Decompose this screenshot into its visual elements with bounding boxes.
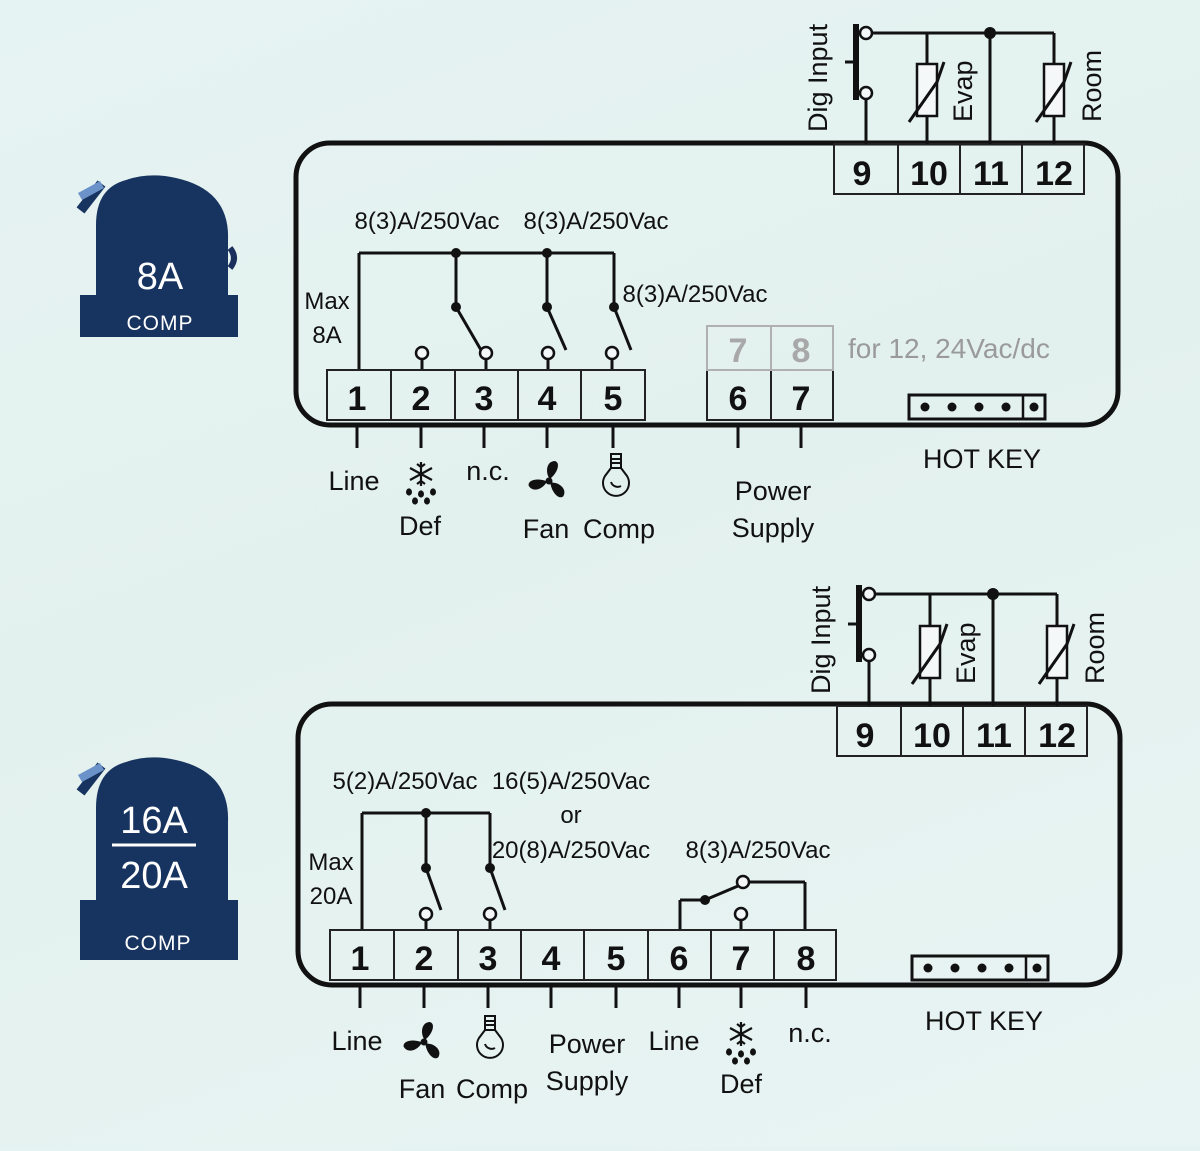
output-leads [358,985,808,1008]
terminal-1: 1 [351,940,370,978]
line2-label: Line [648,1026,699,1056]
terminal-1: 1 [348,380,367,418]
controller-diagram-20a: 9 10 11 12 Dig Input Evap Room [295,585,1123,1104]
terminal-6: 6 [729,380,748,418]
badge-comp-label: COMP [125,932,192,955]
terminal-2: 2 [412,380,431,418]
main-terminal-block: 1 2 3 4 5 6 7 8 [329,929,837,981]
sensor-terminal-block: 9 10 11 12 [833,143,1085,195]
badge-base [80,295,238,337]
terminal-2: 2 [415,940,434,978]
dig-input-label: Dig Input [803,23,833,132]
badge-rating-bottom: 20A [120,855,188,897]
line-label: Line [331,1026,382,1056]
terminal-10: 10 [913,717,951,755]
relay-wiring: 8(3)A/250Vac 8(3)A/250Vac 8(3)A/250Vac M… [304,208,767,370]
compressor-bulb-icon [602,453,630,497]
evap-label: Evap [948,60,978,122]
hot-key-label: HOT KEY [925,1006,1043,1036]
sensor-wiring: Dig Input Evap Room [803,23,1107,144]
relay-rating-comp-16a: 16(5)A/250Vac [492,768,650,795]
compressor-badge-20a: 16A 20A COMP [76,757,238,960]
relay-rating-1: 8(3)A/250Vac [355,208,500,235]
sensor-wiring: Dig Input Evap Room [806,585,1110,706]
max-value: 8A [312,322,341,349]
line-label: Line [328,466,379,496]
power-label: Power [735,476,812,506]
snowflake-drip-icon [404,460,438,506]
controller-housing [293,140,1121,428]
badge-base [80,900,238,960]
compressor-badge-8a: 8A COMP [76,175,238,337]
max-label: Max [304,288,349,315]
alt-terminal-7: 7 [729,332,748,370]
fan-icon [527,461,568,499]
controller-housing [295,701,1123,988]
hot-key-connector: HOT KEY [907,393,1047,474]
evap-label: Evap [951,622,981,684]
output-leads [355,425,803,448]
main-terminal-block: 1 2 3 4 5 6 7 [326,369,834,421]
relay-rating-comp-20a: 20(8)A/250Vac [492,837,650,864]
power-label: Power [549,1029,626,1059]
terminal-10: 10 [910,155,948,193]
terminal-11: 11 [973,155,1009,193]
dig-input-contact [858,85,874,101]
terminal-4: 4 [538,380,557,418]
compressor-bulb-icon [476,1015,504,1059]
controller-diagram-8a: 9 10 11 12 Dig Input Evap Room [293,23,1121,544]
terminal-9: 9 [856,717,875,755]
terminal-8: 8 [797,940,816,978]
relay-rating-2: 8(3)A/250Vac [524,208,669,235]
room-label: Room [1080,612,1110,684]
terminal-4: 4 [542,940,561,978]
relay-rating-fan: 5(2)A/250Vac [333,768,478,795]
terminal-6: 6 [670,940,689,978]
def-label: Def [720,1069,763,1099]
max-value: 20A [310,883,353,910]
nc-label: n.c. [466,456,510,486]
terminal-7: 7 [792,380,811,418]
relay-rating-def: 8(3)A/250Vac [686,837,831,864]
terminal-12: 12 [1035,155,1073,193]
terminal-5: 5 [604,380,623,418]
fan-icon [402,1022,443,1060]
terminal-3: 3 [479,940,498,978]
terminal-7: 7 [732,940,751,978]
max-label: Max [308,849,353,876]
terminal-5: 5 [607,940,626,978]
terminal-11: 11 [976,717,1012,755]
relay-wiring: 5(2)A/250Vac 16(5)A/250Vac or 20(8)A/250… [308,768,830,930]
terminal-3: 3 [475,380,494,418]
def-label: Def [399,511,442,541]
alt-supply-note: for 12, 24Vac/dc [848,333,1050,364]
terminal-9: 9 [853,155,872,193]
dig-input-contact [861,647,877,663]
supply-label: Supply [546,1066,629,1096]
dig-input-label: Dig Input [806,585,836,694]
snowflake-drip-icon [724,1020,758,1066]
fan-label: Fan [399,1074,446,1104]
badge-rating: 8A [137,256,184,298]
badge-comp-label: COMP [127,312,194,335]
hot-key-connector: HOT KEY [910,954,1050,1036]
sensor-terminal-block: 9 10 11 12 [836,705,1088,757]
hot-key-label: HOT KEY [923,444,1041,474]
nc-label: n.c. [788,1018,832,1048]
alt-supply-terminals: 7 8 for 12, 24Vac/dc [706,325,1050,371]
badge-rating-top: 16A [120,800,188,842]
relay-rating-or: or [560,802,581,829]
terminal-12: 12 [1038,717,1076,755]
comp-label: Comp [583,514,655,544]
supply-label: Supply [732,513,815,543]
fan-label: Fan [523,514,570,544]
comp-label: Comp [456,1074,528,1104]
alt-terminal-8: 8 [792,332,811,370]
room-label: Room [1077,50,1107,122]
relay-rating-3: 8(3)A/250Vac [623,281,768,308]
